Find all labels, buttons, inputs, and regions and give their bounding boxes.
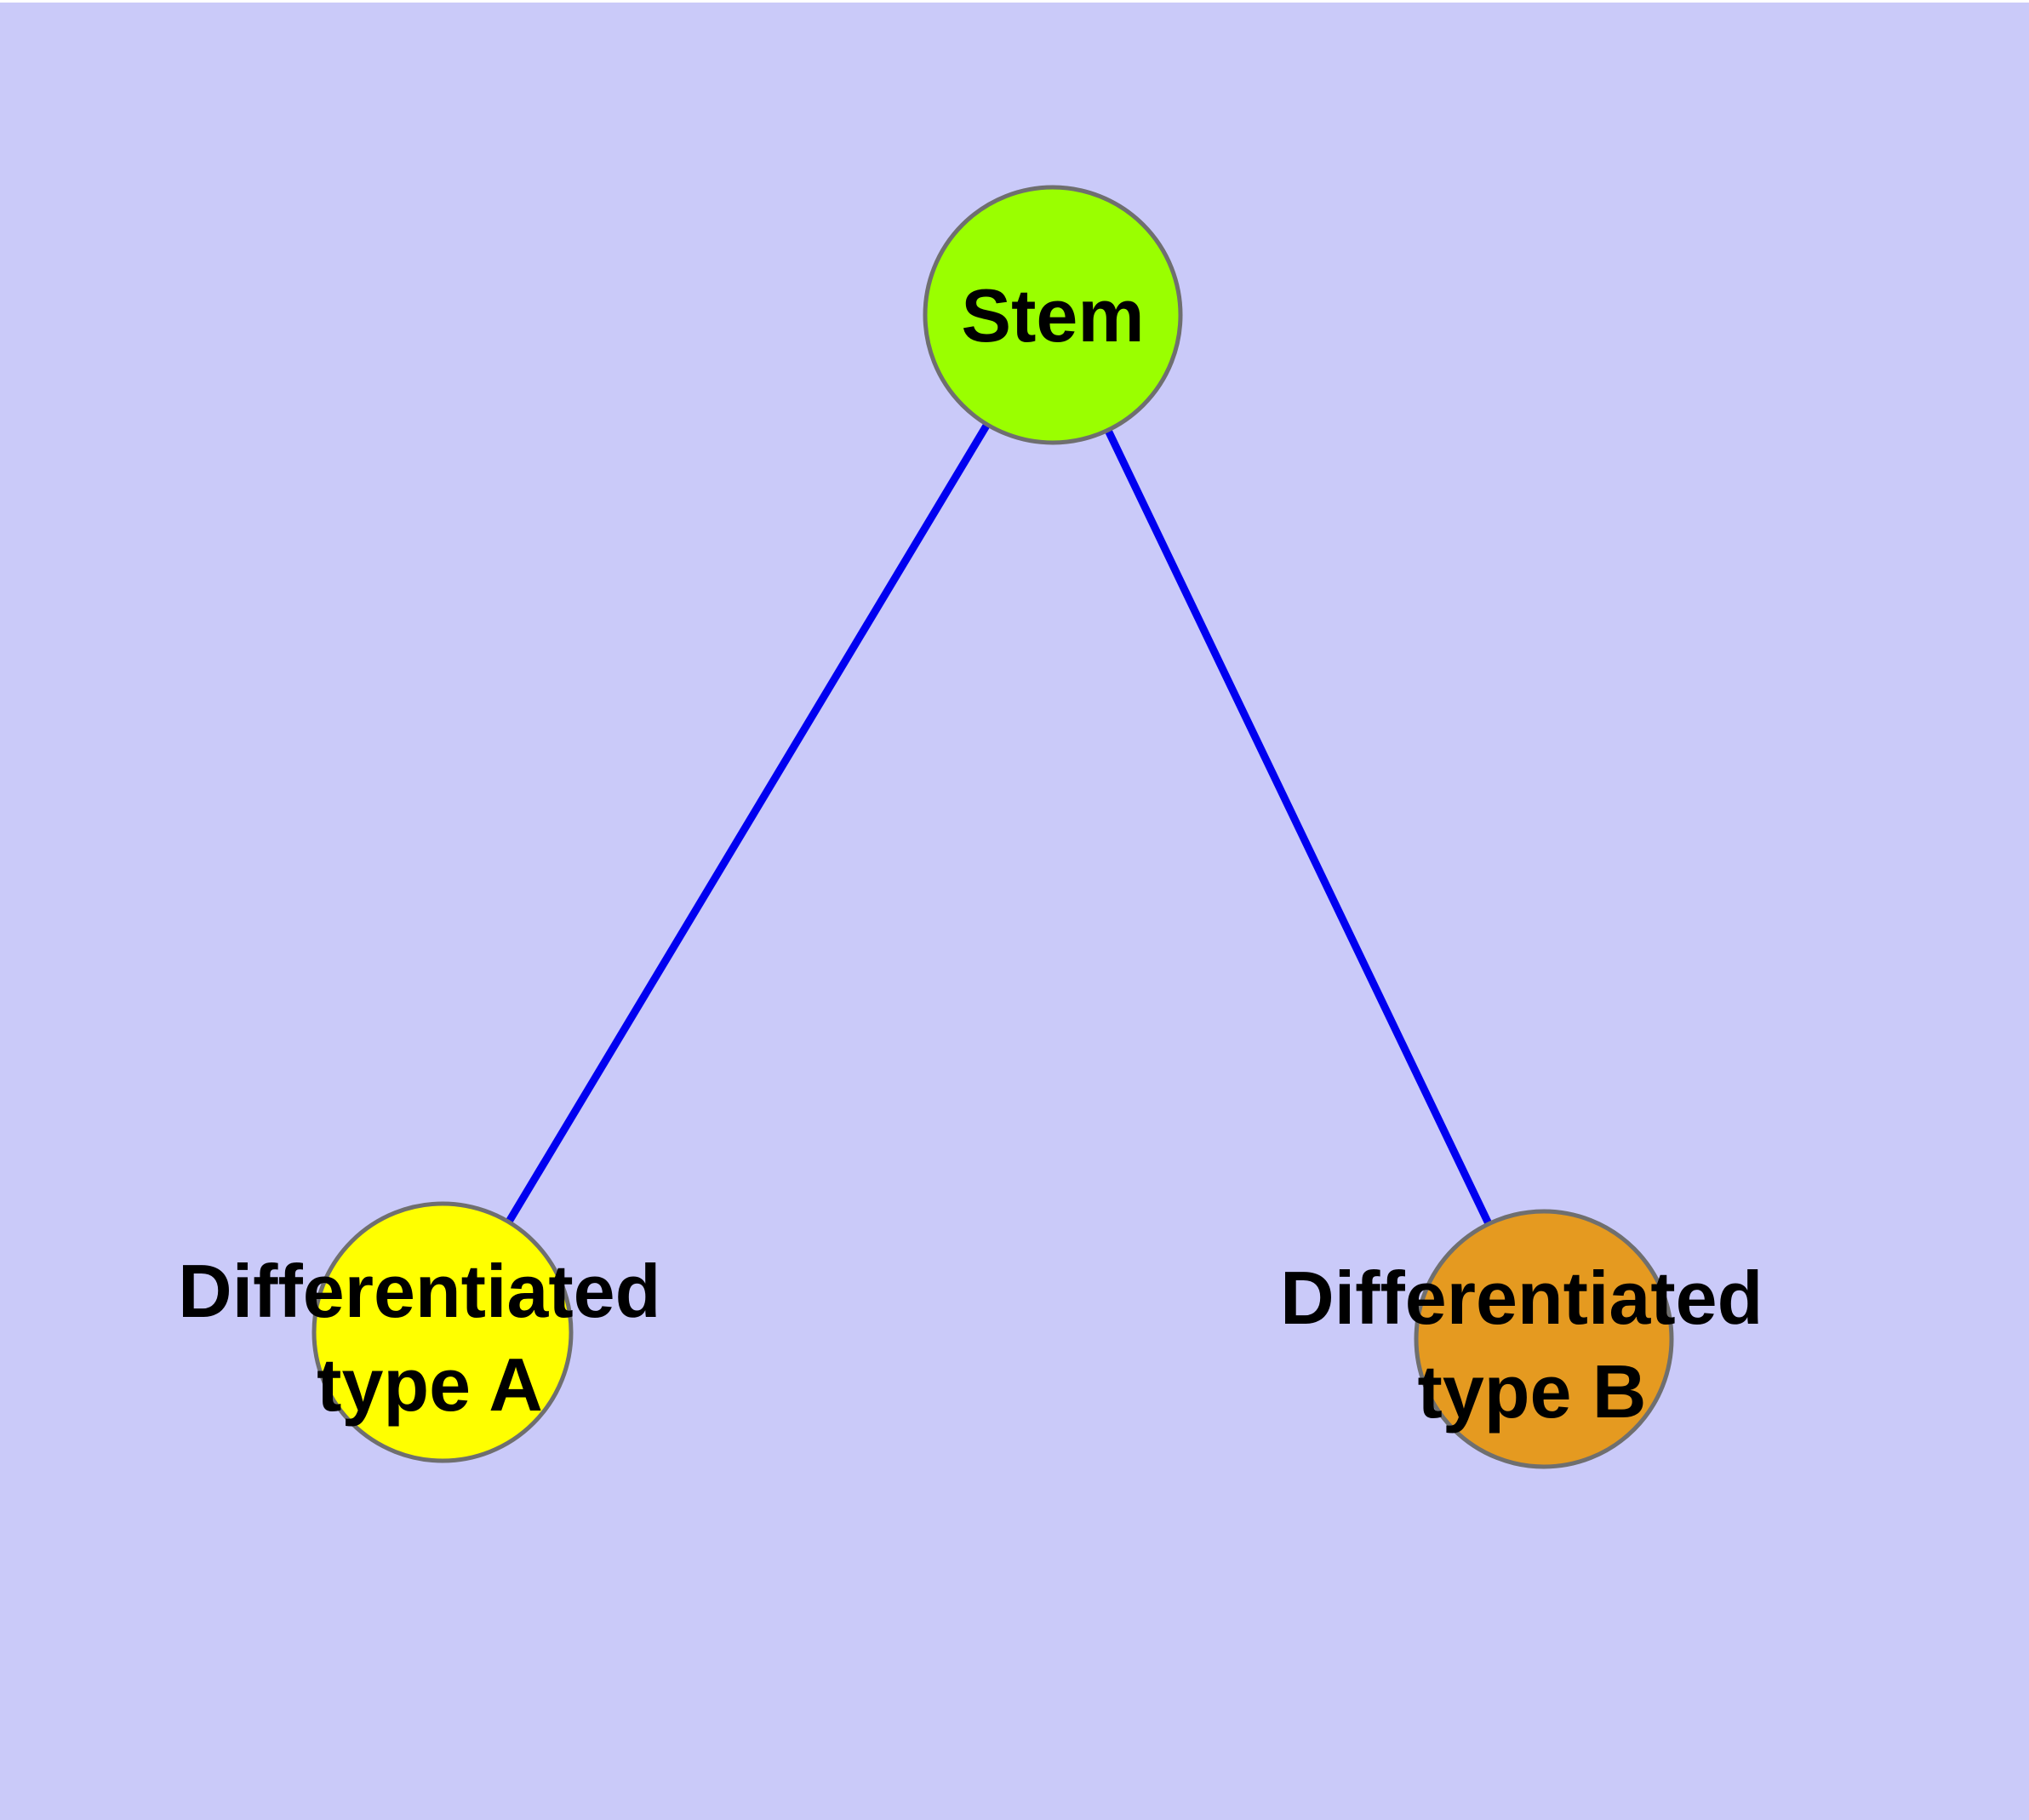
node-stem-circle (923, 185, 1183, 445)
node-differentiated-type-b-circle (1414, 1209, 1674, 1469)
node-differentiated-type-b: Differentiated type B (1280, 1209, 1784, 1469)
node-stem-label: Stem (961, 273, 1144, 358)
node-differentiated-type-b-label-line2: type B (1418, 1349, 1647, 1434)
node-differentiated-type-a-label: Differentiated type A (178, 1249, 682, 1427)
node-differentiated-type-a-label-line2: type A (317, 1342, 543, 1427)
edge-stem-to-type-b (1049, 313, 1548, 1341)
node-differentiated-type-b-label-line1: Differentiated (1280, 1256, 1763, 1340)
edge-stem-to-type-a (439, 312, 1056, 1335)
node-differentiated-type-a: Differentiated type A (178, 1201, 682, 1463)
node-differentiated-type-a-label-line1: Differentiated (178, 1249, 660, 1333)
node-differentiated-type-b-label: Differentiated type B (1280, 1256, 1784, 1434)
node-stem: Stem (923, 185, 1183, 445)
node-differentiated-type-a-circle (311, 1201, 574, 1463)
